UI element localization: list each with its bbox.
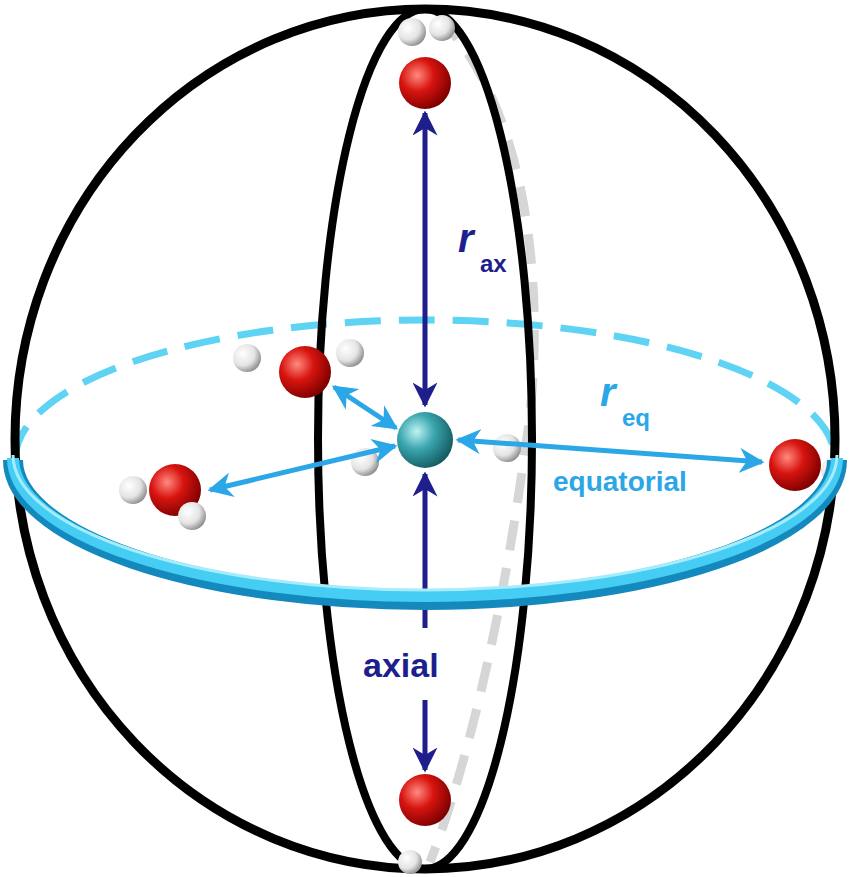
region-label: axial xyxy=(363,648,439,682)
radius-subscript: ax xyxy=(480,252,507,276)
radius-symbol: r xyxy=(458,218,474,258)
radius-symbol: r xyxy=(600,372,616,412)
radius-subscript: eq xyxy=(622,406,650,430)
region-label: equatorial xyxy=(553,468,687,496)
